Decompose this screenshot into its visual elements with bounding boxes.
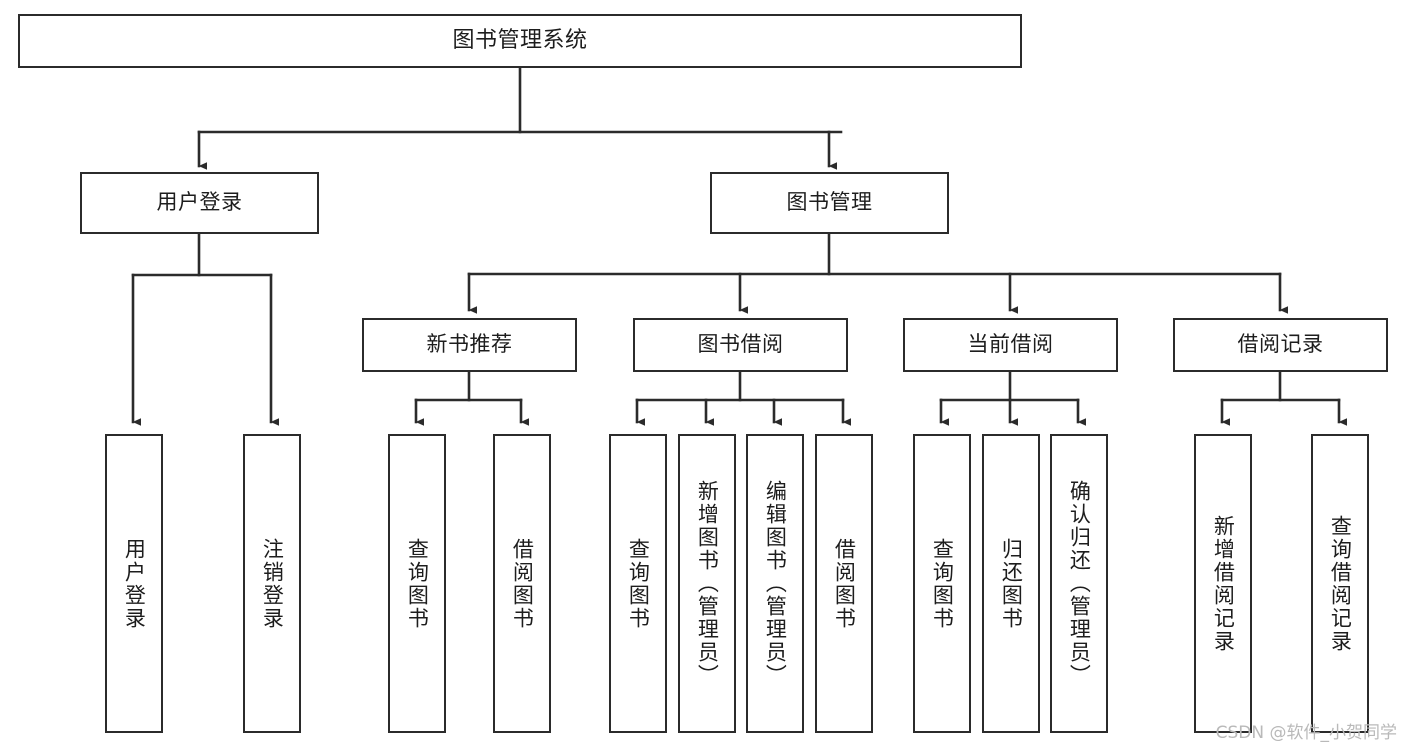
leaf-text-wrap: 新增借阅记录	[1196, 436, 1250, 731]
node-label: 借阅图书	[832, 537, 857, 630]
node-label: 新增借阅记录	[1211, 514, 1236, 653]
leaf-text-wrap: 归还图书	[984, 436, 1038, 731]
node-leaf-query-borrow-record[interactable]: 查询借阅记录	[1311, 434, 1369, 733]
leaf-text-wrap: 借阅图书	[817, 436, 871, 731]
node-leaf-confirm-return-admin[interactable]: 确认归还（管理员）	[1050, 434, 1108, 733]
node-label: 借阅记录	[1237, 332, 1324, 357]
node-label: 用户登录	[122, 537, 147, 630]
node-leaf-borrow-book-new-recommend[interactable]: 借阅图书	[493, 434, 551, 733]
node-leaf-user-login[interactable]: 用户登录	[105, 434, 163, 733]
node-label: 借阅图书	[510, 537, 535, 630]
leaf-text-wrap: 借阅图书	[495, 436, 549, 731]
node-label: 图书借阅	[697, 332, 784, 357]
node-user-login[interactable]: 用户登录	[80, 172, 319, 234]
node-label: 编辑图书（管理员）	[763, 480, 788, 687]
node-leaf-query-book-new-recommend[interactable]: 查询图书	[388, 434, 446, 733]
node-label: 图书管理系统	[452, 27, 588, 53]
csdn-watermark: CSDN @软件_小贺同学	[1215, 723, 1397, 743]
leaf-text-wrap: 编辑图书（管理员）	[748, 436, 802, 731]
node-label: 查询图书	[930, 537, 955, 630]
leaf-text-wrap: 查询图书	[390, 436, 444, 731]
node-leaf-add-borrow-record[interactable]: 新增借阅记录	[1194, 434, 1252, 733]
leaf-text-wrap: 新增图书（管理员）	[680, 436, 734, 731]
node-leaf-return-book[interactable]: 归还图书	[982, 434, 1040, 733]
node-label: 确认归还（管理员）	[1067, 480, 1092, 687]
leaf-text-wrap: 确认归还（管理员）	[1052, 436, 1106, 731]
node-label: 用户登录	[156, 190, 243, 215]
leaf-text-wrap: 查询图书	[915, 436, 969, 731]
node-leaf-query-book-borrow[interactable]: 查询图书	[609, 434, 667, 733]
node-label: 查询借阅记录	[1328, 514, 1353, 653]
leaf-text-wrap: 注销登录	[245, 436, 299, 731]
node-book-borrow[interactable]: 图书借阅	[633, 318, 848, 372]
node-label: 图书管理	[786, 190, 873, 215]
node-leaf-borrow-book-borrow[interactable]: 借阅图书	[815, 434, 873, 733]
node-label: 查询图书	[405, 537, 430, 630]
node-leaf-add-book-admin[interactable]: 新增图书（管理员）	[678, 434, 736, 733]
node-leaf-query-book-current[interactable]: 查询图书	[913, 434, 971, 733]
node-leaf-edit-book-admin[interactable]: 编辑图书（管理员）	[746, 434, 804, 733]
node-current-borrow[interactable]: 当前借阅	[903, 318, 1118, 372]
node-root-book-management-system[interactable]: 图书管理系统	[18, 14, 1022, 68]
node-leaf-user-logout[interactable]: 注销登录	[243, 434, 301, 733]
node-new-book-recommend[interactable]: 新书推荐	[362, 318, 577, 372]
node-borrow-record[interactable]: 借阅记录	[1173, 318, 1388, 372]
node-label: 注销登录	[260, 537, 285, 630]
leaf-text-wrap: 查询图书	[611, 436, 665, 731]
node-label: 查询图书	[626, 537, 651, 630]
node-label: 归还图书	[999, 537, 1024, 630]
leaf-text-wrap: 用户登录	[107, 436, 161, 731]
node-label: 新增图书（管理员）	[695, 480, 720, 687]
node-label: 当前借阅	[967, 332, 1054, 357]
node-book-management[interactable]: 图书管理	[710, 172, 949, 234]
leaf-text-wrap: 查询借阅记录	[1313, 436, 1367, 731]
node-label: 新书推荐	[426, 332, 513, 357]
